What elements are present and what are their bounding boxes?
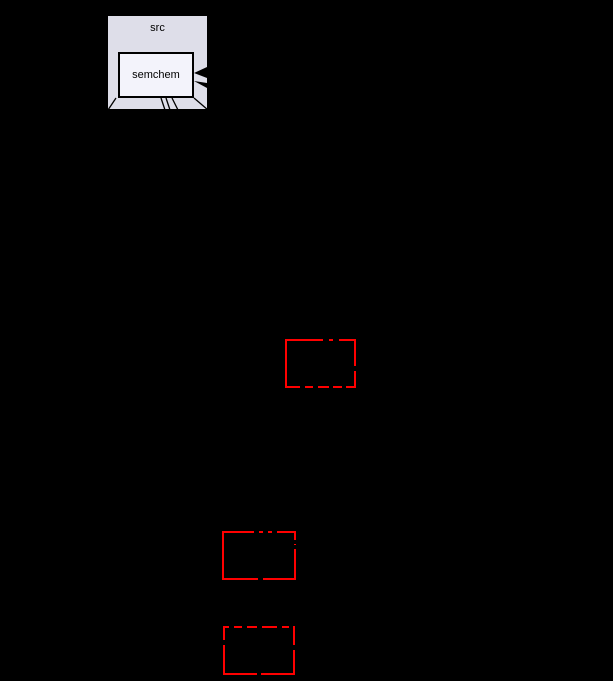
edge-crossing-mark <box>277 626 282 629</box>
dependency-box-2[interactable] <box>222 531 296 580</box>
edge-crossing-mark <box>313 385 318 388</box>
current-dir-label: semchem <box>132 69 180 81</box>
current-dir-box-semchem[interactable]: semchem <box>118 52 194 98</box>
edge-crossing-mark <box>293 545 296 549</box>
edge-crossing-mark <box>342 385 346 388</box>
edge-crossing-mark <box>289 626 293 629</box>
dependency-box-1[interactable] <box>285 339 356 388</box>
edge-crossing-mark <box>272 531 277 534</box>
edge-crossing-mark <box>353 366 356 371</box>
parent-dir-label: src <box>150 22 165 34</box>
edge-crossing-mark <box>242 626 247 629</box>
edge-crossing-mark <box>229 626 234 629</box>
dependency-box-3[interactable] <box>223 626 295 675</box>
edge-crossing-mark <box>292 645 295 650</box>
edge-crossing-mark <box>323 339 329 342</box>
edge-crossing-mark <box>333 339 339 342</box>
edge-crossing-mark <box>257 626 262 629</box>
edge-crossing-mark <box>258 577 263 580</box>
edge-crossing-mark <box>257 672 261 675</box>
edge-crossing-mark <box>300 385 305 388</box>
edge-crossing-mark <box>223 640 226 645</box>
edge-crossing-mark <box>263 531 268 534</box>
edge-crossing-mark <box>254 531 259 534</box>
edge-crossing-mark <box>329 385 333 388</box>
edge-crossing-mark <box>293 540 296 544</box>
